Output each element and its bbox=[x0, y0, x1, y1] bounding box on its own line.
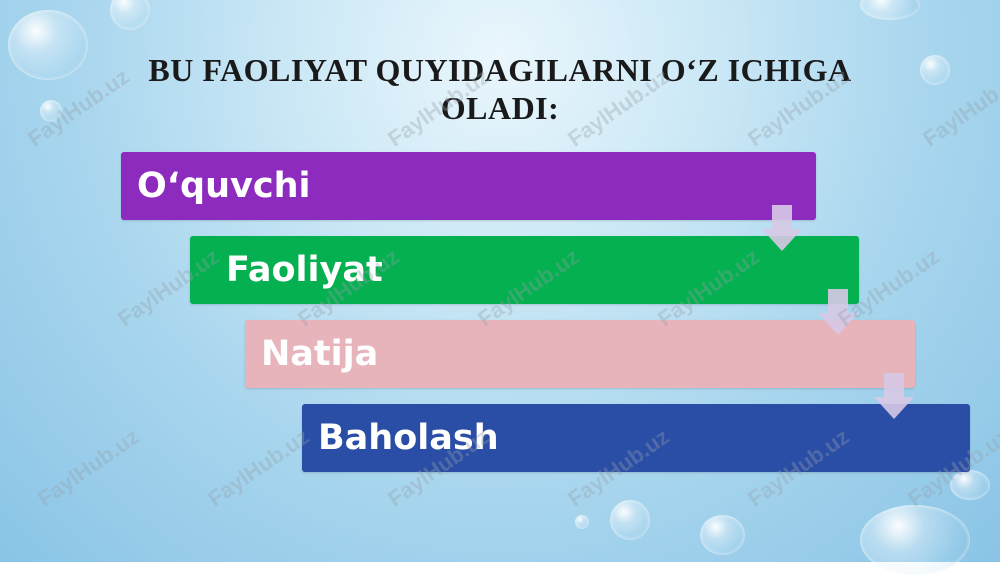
down-arrow-icon bbox=[874, 373, 914, 419]
step-label: Natija bbox=[261, 334, 379, 374]
water-drop bbox=[860, 0, 920, 20]
step-label: Baholash bbox=[318, 418, 499, 458]
water-drop bbox=[110, 0, 150, 30]
step-bar-oquvchi: O‘quvchi bbox=[121, 152, 816, 220]
step-label: Faoliyat bbox=[226, 250, 383, 290]
watermark-text: FaylHub.uz bbox=[33, 423, 144, 512]
water-drop bbox=[950, 470, 990, 500]
title-line-2: OLADI: bbox=[440, 90, 560, 127]
water-drop bbox=[8, 10, 88, 80]
water-drop bbox=[575, 515, 589, 529]
page-title: BU FAOLIYAT QUYIDAGILARNI O‘Z ICHIGA OLA… bbox=[60, 51, 940, 127]
water-drop bbox=[920, 55, 950, 85]
step-bar-faoliyat: Faoliyat bbox=[190, 236, 859, 304]
down-arrow-icon bbox=[818, 289, 858, 335]
step-bar-baholash: Baholash bbox=[302, 404, 970, 472]
down-arrow-icon bbox=[762, 205, 802, 251]
water-drop bbox=[860, 505, 970, 575]
water-drop bbox=[40, 100, 62, 122]
step-bar-natija: Natija bbox=[245, 320, 915, 388]
water-drop bbox=[610, 500, 650, 540]
title-line-1: BU FAOLIYAT QUYIDAGILARNI O‘Z ICHIGA bbox=[148, 52, 852, 89]
watermark-text: FaylHub.uz bbox=[203, 423, 314, 512]
step-label: O‘quvchi bbox=[137, 166, 311, 206]
water-drop bbox=[700, 515, 745, 555]
